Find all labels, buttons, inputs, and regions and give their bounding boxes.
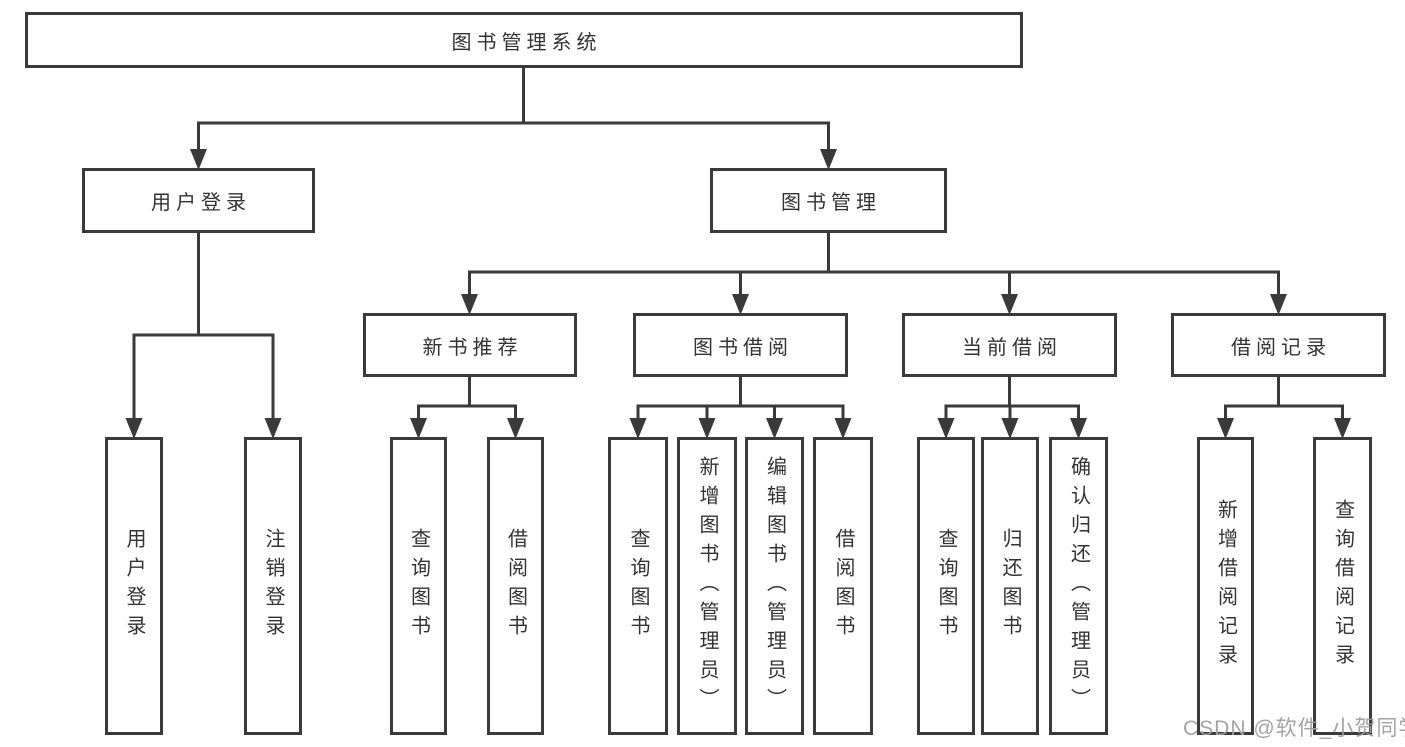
node-book-borrow: 图书借阅 bbox=[633, 313, 848, 377]
node-label: 查询图书 bbox=[627, 528, 649, 644]
arrowhead-icon bbox=[1070, 418, 1087, 439]
leaf-query-borrow-record: 查询借阅记录 bbox=[1313, 437, 1372, 735]
node-book-management: 图书管理 bbox=[710, 168, 947, 233]
arrowhead-icon bbox=[1270, 294, 1287, 315]
connector-lines bbox=[132, 68, 1344, 422]
node-label: 用户登录 bbox=[123, 528, 145, 644]
leaf-edit-books-admin: 编辑图书（管理员） bbox=[745, 437, 804, 735]
node-label: 新增图书（管理员） bbox=[696, 455, 718, 717]
edge-new-book-recommend-to-leaves bbox=[417, 377, 517, 422]
node-label: 图书借阅 bbox=[693, 336, 793, 359]
node-root-system: 图书管理系统 bbox=[25, 12, 1023, 68]
leaf-borrow-books: 借阅图书 bbox=[813, 437, 873, 735]
leaf-query-books-recommend: 查询图书 bbox=[390, 437, 447, 735]
edge-current-borrow-to-leaves bbox=[944, 377, 1080, 422]
node-label: 归还图书 bbox=[999, 528, 1021, 644]
arrowhead-icon bbox=[125, 418, 143, 439]
node-label: 借阅记录 bbox=[1231, 336, 1331, 359]
csdn-watermark: CSDN @软件_小贺同学 bbox=[1183, 717, 1405, 740]
arrowhead-icon bbox=[698, 418, 716, 439]
node-label: 当前借阅 bbox=[962, 336, 1062, 359]
arrowhead-icon bbox=[732, 294, 749, 315]
arrowhead-icon bbox=[264, 418, 282, 439]
node-label: 借阅图书 bbox=[504, 528, 527, 644]
leaf-logout-login: 注销登录 bbox=[244, 437, 302, 735]
node-label: 确认归还（管理员） bbox=[1067, 455, 1090, 717]
edge-user-login-to-leaves bbox=[132, 233, 275, 422]
node-label: 查询借阅记录 bbox=[1331, 499, 1354, 673]
arrowhead-icon bbox=[1001, 418, 1019, 439]
arrowhead-icon bbox=[629, 418, 647, 439]
leaf-borrow-books-recommend: 借阅图书 bbox=[487, 437, 544, 735]
leaf-query-books-current: 查询图书 bbox=[917, 437, 975, 735]
arrowhead-icon bbox=[766, 418, 783, 439]
arrowheads bbox=[125, 149, 1351, 439]
arrowhead-icon bbox=[190, 149, 207, 170]
arrowhead-icon bbox=[937, 418, 955, 439]
node-user-login: 用户登录 bbox=[82, 168, 315, 233]
arrowhead-icon bbox=[1334, 418, 1351, 439]
node-label: 图书管理系统 bbox=[451, 31, 602, 54]
node-label: 图书管理 bbox=[781, 192, 881, 214]
node-label: 查询图书 bbox=[935, 528, 957, 644]
edge-root-to-level2 bbox=[197, 68, 830, 153]
node-label: 新增借阅记录 bbox=[1214, 499, 1237, 673]
node-label: 编辑图书（管理员） bbox=[763, 455, 786, 717]
leaf-return-books: 归还图书 bbox=[981, 437, 1039, 735]
leaf-query-books-borrow: 查询图书 bbox=[608, 437, 668, 735]
node-label: 新书推荐 bbox=[422, 336, 523, 359]
edge-borrow-records-to-leaves bbox=[1224, 377, 1344, 422]
leaf-confirm-return-admin: 确认归还（管理员） bbox=[1049, 437, 1108, 735]
arrowhead-icon bbox=[1217, 418, 1234, 439]
leaf-user-login: 用户登录 bbox=[105, 437, 163, 735]
node-borrow-records: 借阅记录 bbox=[1171, 313, 1386, 377]
arrowhead-icon bbox=[834, 418, 852, 439]
node-label: 注销登录 bbox=[262, 528, 284, 644]
node-label: 用户登录 bbox=[151, 192, 251, 214]
edge-book-management-to-level3 bbox=[468, 233, 1280, 298]
leaf-add-books-admin: 新增图书（管理员） bbox=[677, 437, 737, 735]
arrowhead-icon bbox=[410, 418, 427, 439]
arrowhead-icon bbox=[507, 418, 524, 439]
arrowhead-icon bbox=[820, 149, 837, 170]
arrowhead-icon bbox=[1001, 294, 1018, 315]
edge-book-borrow-to-leaves bbox=[636, 377, 845, 422]
node-label: 借阅图书 bbox=[832, 528, 854, 644]
leaf-add-borrow-record: 新增借阅记录 bbox=[1197, 437, 1254, 735]
arrowhead-icon bbox=[461, 294, 478, 315]
node-label: 查询图书 bbox=[407, 528, 430, 644]
node-current-borrow: 当前借阅 bbox=[902, 313, 1117, 377]
node-new-book-recommend: 新书推荐 bbox=[363, 313, 577, 377]
